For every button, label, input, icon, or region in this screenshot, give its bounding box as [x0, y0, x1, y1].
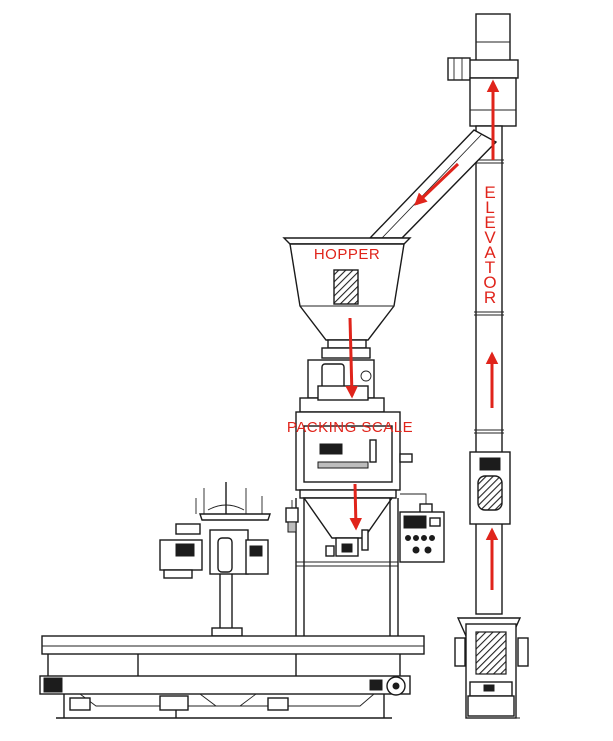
elevator-boot-window — [475, 631, 507, 675]
elevator-label-letter: V — [484, 228, 496, 247]
elevator-label-plate — [479, 457, 501, 471]
weigh-bucket — [302, 497, 394, 539]
elevator — [447, 13, 529, 719]
elevator-label-letter: E — [484, 183, 495, 202]
packing-scale-label: PACKING SCALE — [287, 419, 413, 436]
elevator-head-flange — [467, 59, 519, 79]
red-arrow-icon — [345, 317, 359, 399]
material-flow-arrows — [345, 79, 500, 590]
control-box — [399, 511, 445, 563]
conveyor-belt — [41, 635, 425, 655]
conveyor — [39, 635, 425, 719]
packing-scale — [285, 411, 433, 636]
red-arrow-icon — [414, 162, 460, 206]
elevator-motor — [447, 57, 471, 81]
sewing-unit — [159, 482, 271, 637]
elevator-label-letter: R — [484, 288, 496, 307]
sewing-top-plate — [199, 513, 271, 521]
elevator-label: E L E V A T O R — [483, 183, 496, 307]
elevator-label-letter: T — [485, 258, 495, 277]
feeder — [299, 359, 385, 413]
control-display — [403, 515, 427, 529]
conveyor-frame — [39, 675, 411, 695]
scale-display — [319, 443, 343, 455]
hopper-label: HOPPER — [314, 246, 380, 263]
hopper-window — [333, 269, 359, 305]
elevator-label-letter: E — [484, 213, 495, 232]
elevator-label-letter: A — [484, 243, 496, 262]
elevator-window — [477, 475, 503, 511]
hopper — [282, 237, 412, 359]
elevator-label-letter: L — [485, 198, 494, 217]
elevator-label-letter: O — [483, 273, 496, 292]
red-arrow-icon — [349, 483, 363, 531]
